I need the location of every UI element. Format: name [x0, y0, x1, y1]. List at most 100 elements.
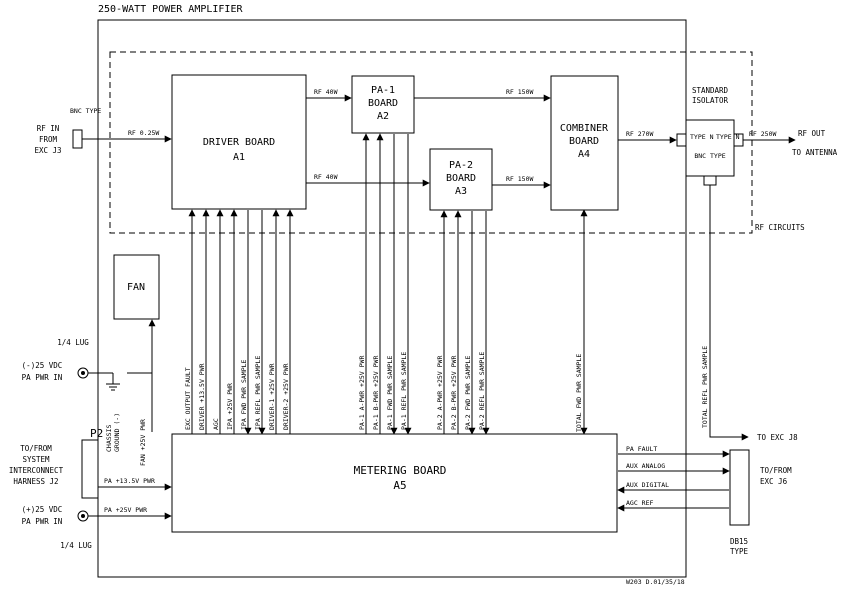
- pa1-id: A2: [377, 111, 389, 122]
- pa2-signal-label-2: PA-2 B-PWR +25V PWR: [450, 356, 458, 430]
- metering-board: [171, 433, 618, 533]
- pos-supply-voltage: (+)25 VDC: [22, 505, 63, 514]
- chassis-label: CHASSIS: [105, 425, 113, 452]
- rf-in-connector-type: BNC TYPE: [70, 107, 101, 115]
- diagram-title: 250-WATT POWER AMPLIFIER: [98, 4, 243, 15]
- total-refl-line: [709, 185, 749, 441]
- driver-signal-label-3: AGC: [212, 418, 220, 430]
- combiner-title: COMBINER: [560, 123, 609, 134]
- combiner-board: [550, 75, 619, 211]
- driver-board: [171, 74, 307, 210]
- to-exc-j8-label: TO EXC J8: [757, 433, 798, 442]
- exc-j6-connector: [729, 449, 750, 526]
- rf-output-level: RF 250W: [749, 130, 776, 138]
- isolator-left-type: TYPE N: [690, 133, 714, 141]
- isolator-left-connector: [676, 133, 687, 147]
- exc-j6-to-from: TO/FROM: [760, 466, 792, 475]
- driver-board-id: A1: [233, 152, 245, 163]
- neg-supply-lug-label: 1/4 LUG: [57, 338, 89, 347]
- pa-25v-label: PA +25V PWR: [104, 506, 147, 514]
- pos-supply-lug-label: 1/4 LUG: [60, 541, 92, 550]
- exc-j6-type-2: TYPE: [730, 547, 749, 556]
- pa1-signal-label-3: PA-1 FWD PWR SAMPLE: [386, 356, 394, 430]
- combiner-out-level: RF 270W: [626, 130, 653, 138]
- p2-to-from: TO/FROM: [20, 444, 52, 453]
- rf-out-label: RF OUT: [798, 129, 826, 138]
- rf-in-source: EXC J3: [34, 146, 61, 155]
- neg-supply-voltage: (-)25 VDC: [22, 361, 63, 370]
- exc-j6-type: DB15: [730, 537, 748, 546]
- fan: [113, 254, 160, 320]
- neg-supply-label: PA PWR IN: [22, 373, 63, 382]
- p2-interconnect: INTERCONNECT: [9, 466, 64, 475]
- pa2-signal-lines: PA-2 A-PWR +25V PWR PA-2 B-PWR +25V PWR PA…: [436, 210, 490, 435]
- p2-harness: HARNESS J2: [13, 477, 58, 486]
- pa1-signal-label-4: PA-1 REFL PWR SAMPLE: [400, 352, 408, 430]
- metering-output-label-4: AGC REF: [626, 499, 653, 507]
- driver-signal-label-7: DRIVER-1 +25V PWR: [268, 363, 276, 430]
- pa1-out-level: RF 150W: [506, 88, 533, 96]
- rf-circuits-region: [109, 51, 753, 234]
- p2-label: P2: [90, 427, 103, 440]
- isolator-title: STANDARD: [692, 86, 729, 95]
- chassis-ground-label: GROUND (-): [113, 413, 121, 452]
- drawing-number: W203 D.01/35/18: [626, 578, 685, 586]
- driver-signal-lines: EXC OUTPUT FAULT DRIVER +13.5V PWR AGC IPA …: [184, 209, 294, 435]
- pa1-board: [351, 75, 415, 134]
- metering-board-id: A5: [393, 479, 406, 492]
- rf-circuits-label: RF CIRCUITS: [755, 223, 805, 232]
- metering-output-label-1: PA FAULT: [626, 445, 657, 453]
- pa2-subtitle: BOARD: [446, 173, 476, 184]
- isolator-bnc-type: BNC TYPE: [694, 152, 725, 160]
- pa1-signal-label-1: PA-1 A-PWR +25V PWR: [358, 356, 366, 430]
- fan-pwr-label: FAN +25V PWR: [139, 419, 147, 466]
- rf-in-level: RF 0.25W: [128, 129, 159, 137]
- total-fwd-label: TOTAL FWD PWR SAMPLE: [575, 354, 583, 432]
- metering-output-label-2: AUX ANALOG: [626, 462, 665, 470]
- pos-supply-label: PA PWR IN: [22, 517, 63, 526]
- pa2-signal-label-3: PA-2 FWD PWR SAMPLE: [464, 356, 472, 430]
- isolator-bnc-connector: [703, 175, 717, 186]
- pa2-out-level: RF 150W: [506, 175, 533, 183]
- metering-board-title: METERING BOARD: [354, 464, 447, 477]
- combiner-subtitle: BOARD: [569, 136, 599, 147]
- pa1-signal-label-2: PA-1 B-PWR +25V PWR: [372, 356, 380, 430]
- metering-output-lines: PA FAULT AUX ANALOG AUX DIGITAL AGC REF: [617, 445, 730, 512]
- driver-signal-label-1: EXC OUTPUT FAULT: [184, 367, 192, 430]
- pa1-signal-lines: PA-1 A-PWR +25V PWR PA-1 B-PWR +25V PWR PA…: [358, 133, 412, 435]
- pa1-title: PA-1: [371, 85, 395, 96]
- pa-13v-label: PA +13.5V PWR: [104, 477, 155, 485]
- driver-signal-label-8: DRIVER-2 +25V PWR: [282, 363, 290, 430]
- isolator: [685, 119, 735, 177]
- rf-to-pa2-level: RF 40W: [314, 173, 338, 181]
- pa2-id: A3: [455, 186, 467, 197]
- rf-to-pa1-level: RF 40W: [314, 88, 338, 96]
- driver-signal-label-5: IPA FWD PWR SAMPLE: [240, 359, 248, 430]
- isolator-right-type: TYPE N: [716, 133, 740, 141]
- pa2-board: [429, 148, 493, 211]
- rf-in-connector: [72, 129, 83, 149]
- fan-label: FAN: [127, 282, 145, 293]
- driver-signal-label-6: IPA REFL PWR SAMPLE: [254, 356, 262, 430]
- pa2-title: PA-2: [449, 160, 473, 171]
- p2-connector: [81, 439, 99, 499]
- pa2-signal-label-1: PA-2 A-PWR +25V PWR: [436, 356, 444, 430]
- metering-output-label-3: AUX DIGITAL: [626, 481, 669, 489]
- rf-in-from: FROM: [39, 135, 58, 144]
- driver-board-title: DRIVER BOARD: [203, 137, 275, 148]
- p2-system: SYSTEM: [22, 455, 50, 464]
- exc-j6-label: EXC J6: [760, 477, 788, 486]
- rf-in-label: RF IN: [37, 124, 60, 133]
- pa2-signal-label-4: PA-2 REFL PWR SAMPLE: [478, 352, 486, 430]
- neg-supply-lug-center: [81, 371, 85, 375]
- pos-supply-lug-center: [81, 514, 85, 518]
- amplifier-enclosure: [97, 19, 687, 578]
- isolator-subtitle: ISOLATOR: [692, 96, 729, 105]
- total-refl-label: TOTAL REFL PWR SAMPLE: [701, 346, 709, 428]
- driver-signal-label-4: IPA +25V PWR: [226, 383, 234, 430]
- driver-signal-label-2: DRIVER +13.5V PWR: [198, 363, 206, 430]
- rf-out-destination: TO ANTENNA: [792, 148, 838, 157]
- combiner-id: A4: [578, 149, 590, 160]
- pa1-subtitle: BOARD: [368, 98, 398, 109]
